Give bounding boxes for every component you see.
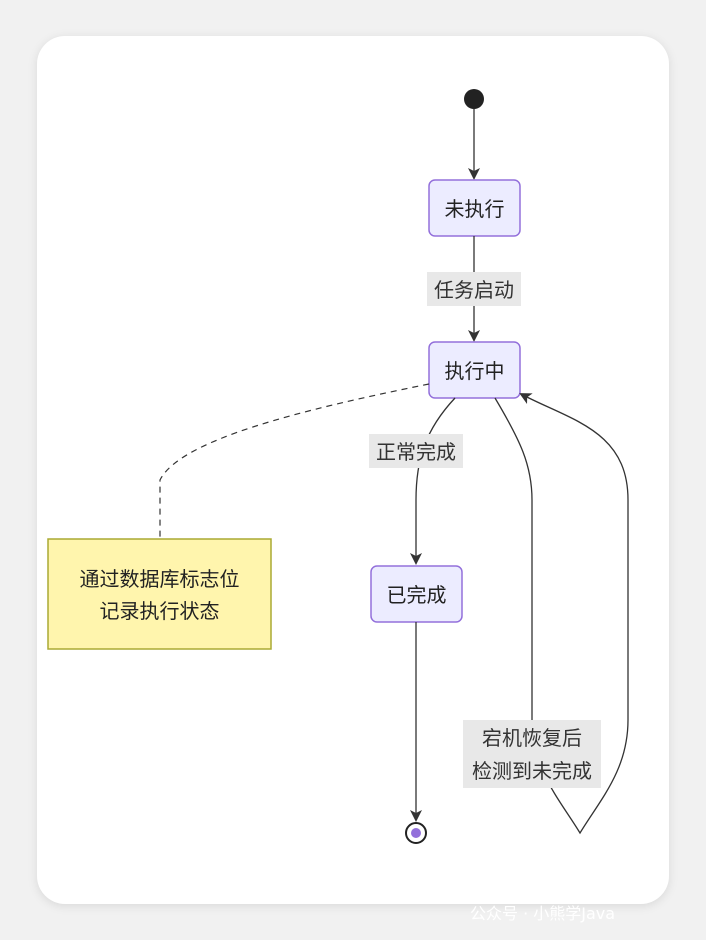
start-node [464,89,484,109]
edge-label-recovery: 宕机恢复后 检测到未完成 [463,720,601,788]
watermark: 公众号 · 小熊学Java [470,904,616,923]
state-completed-label: 已完成 [387,583,447,607]
edge-label-normal-complete-text: 正常完成 [376,440,456,464]
state-executing: 执行中 [428,341,521,399]
edge-label-normal-complete: 正常完成 [369,434,463,468]
note-box: 通过数据库标志位 记录执行状态 [47,538,272,650]
state-executing-label: 执行中 [445,359,505,383]
note-line2: 记录执行状态 [100,599,220,623]
edge-label-start-task-text: 任务启动 [434,278,514,302]
state-completed: 已完成 [370,565,463,623]
state-not-executed-label: 未执行 [445,197,505,221]
edge-label-start-task: 任务启动 [427,272,521,306]
edge-executing-to-completed [410,397,456,565]
end-node [405,822,427,844]
note-line1: 通过数据库标志位 [80,567,240,591]
note-connector [159,383,430,538]
edge-label-recovery-line2: 检测到未完成 [472,759,592,783]
edge-label-recovery-line1: 宕机恢复后 [482,726,582,750]
edge-recovery-loop [494,393,629,835]
state-not-executed: 未执行 [428,179,521,237]
